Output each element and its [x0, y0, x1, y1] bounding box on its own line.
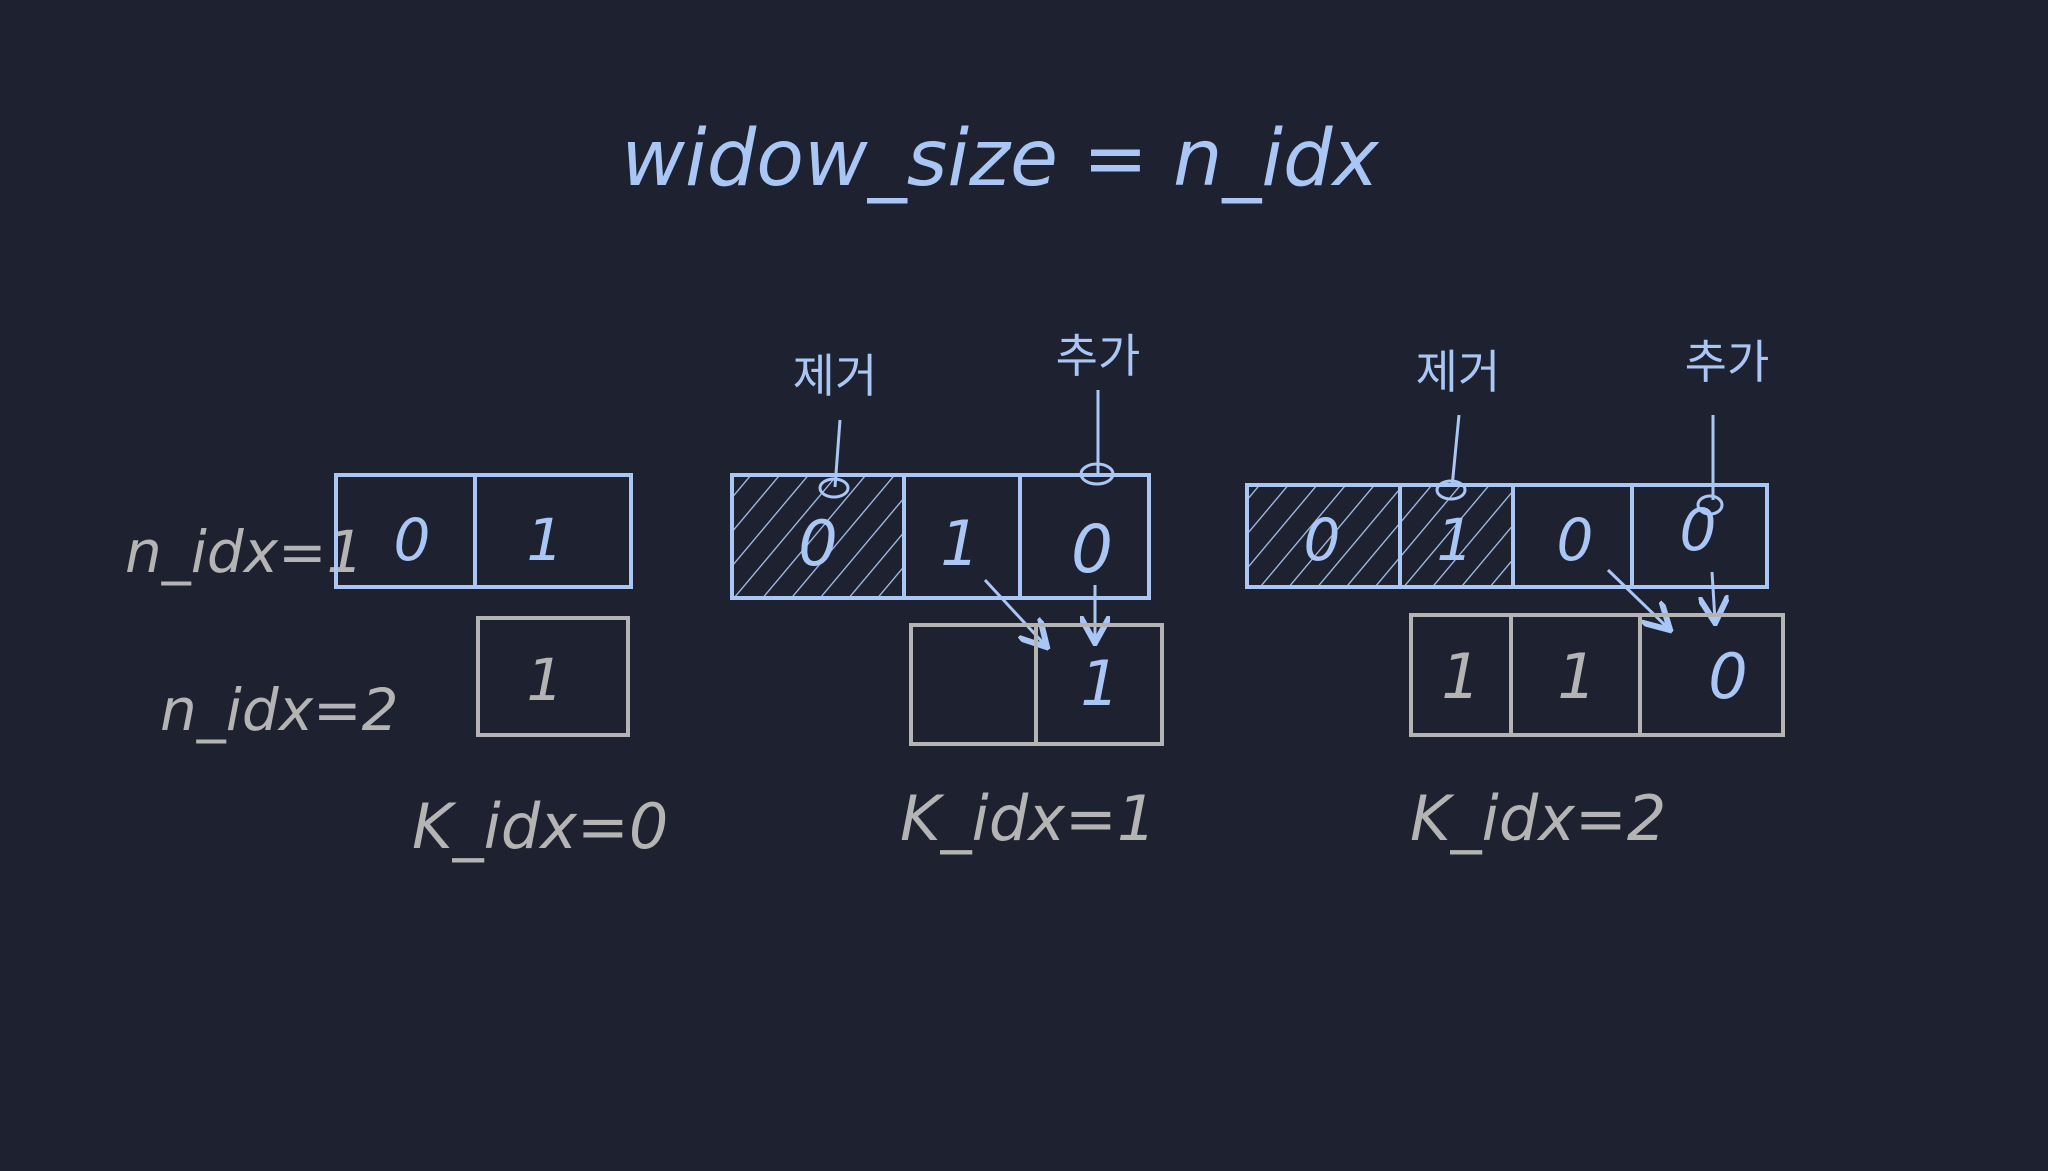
panel-label: K_idx=2: [1410, 782, 1666, 855]
row-label-n-idx-1: n_idx=1: [125, 518, 364, 586]
window-n1-box: [1245, 483, 1769, 589]
title: widow_size = n_idx: [621, 114, 1379, 204]
cell-value: 1: [1557, 640, 1596, 713]
cell-value: 0: [1708, 640, 1747, 713]
add-marker: [1696, 494, 1724, 516]
panel-label: K_idx=1: [900, 782, 1156, 855]
cell-value: 1: [940, 507, 979, 580]
add-marker: [1079, 462, 1115, 486]
cell-value: 0: [798, 507, 837, 580]
panel-label: K_idx=0: [412, 790, 668, 863]
remove-pointer: [833, 419, 842, 488]
window-n2-box: [1409, 613, 1785, 737]
remove-marker: [1435, 479, 1467, 501]
cell-value: 1: [1437, 506, 1474, 574]
add-annotation: 추가: [1056, 329, 1141, 383]
cell-value: 1: [1080, 647, 1119, 720]
cell-value: 1: [527, 646, 564, 714]
window-n1-box: [334, 473, 633, 589]
panel-k-idx-0: 0 1 1 K_idx=0: [334, 473, 668, 863]
cell-value: 0: [1304, 506, 1341, 574]
arrow-to-n2: [1712, 571, 1715, 620]
cell-value: 0: [394, 506, 431, 574]
add-annotation: 추가: [1685, 335, 1770, 389]
hatched-cell: [1247, 485, 1513, 587]
row-label-n-idx-2: n_idx=2: [160, 676, 399, 744]
cell-value: 1: [1441, 640, 1480, 713]
remove-annotation: 제거: [1416, 345, 1501, 399]
cell-value: 0: [1071, 511, 1113, 588]
remove-pointer: [1450, 414, 1461, 488]
panel-k-idx-2: 0 1 0 0 제거 추가 1 1 0 K_idx=2: [1245, 335, 1785, 855]
cell-value: 0: [1557, 506, 1594, 574]
remove-marker: [818, 477, 850, 499]
remove-annotation: 제거: [793, 349, 878, 403]
arrow-to-n2: [1606, 568, 1668, 628]
window-n1-box: [730, 473, 1151, 600]
cell-value: 1: [527, 506, 564, 574]
hatched-cell: [732, 475, 904, 598]
panel-k-idx-1: 0 1 0 제거 추가 1 K_idx=1: [730, 329, 1164, 855]
window-n2-box: [476, 616, 630, 737]
